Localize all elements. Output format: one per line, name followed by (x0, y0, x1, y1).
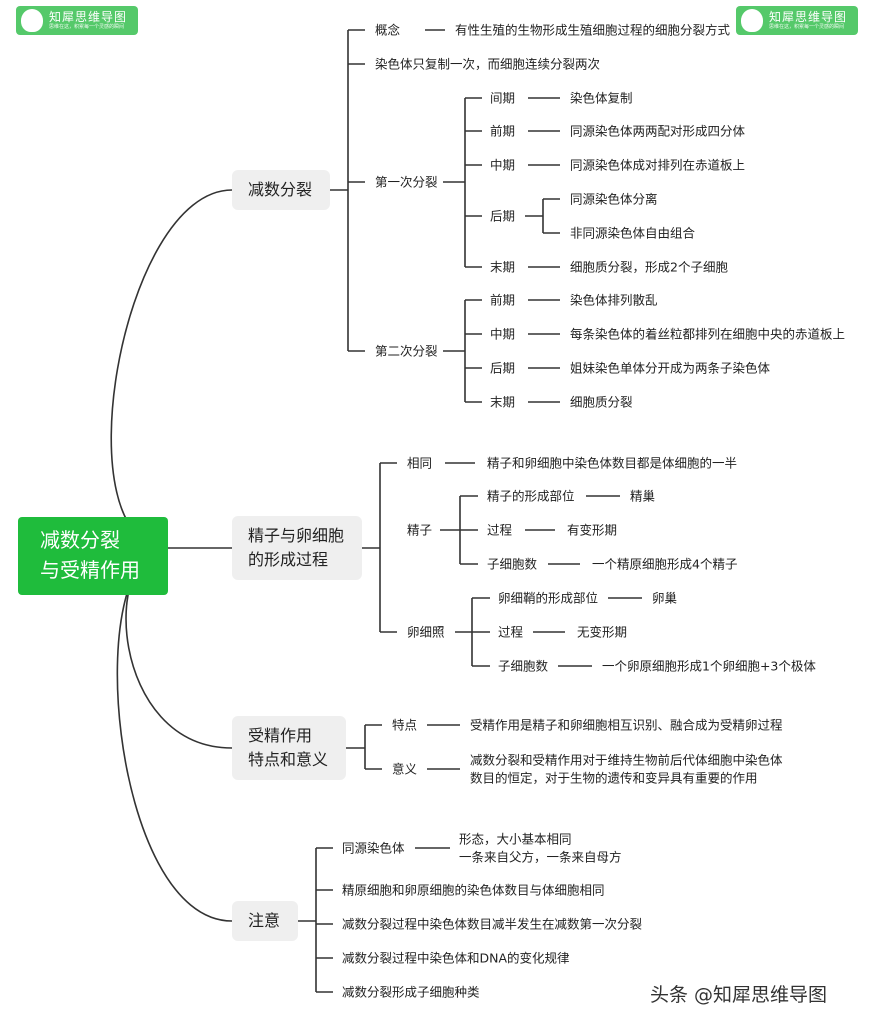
node-meaning-text[interactable]: 减数分裂和受精作用对于维持生物前后代体细胞中染色体 (470, 752, 783, 768)
node-phase[interactable]: 前期 (490, 292, 516, 308)
branch-label: 受精作用 (248, 726, 313, 745)
node-phase[interactable]: 末期 (490, 259, 516, 275)
rhino-icon (741, 9, 763, 32)
node-concept[interactable]: 概念 (375, 22, 401, 38)
logo-name: 知犀思维导图 (769, 10, 848, 24)
logo-slogan: 思维在这，积累每一个灵感的瞬间 (769, 24, 845, 30)
logo-right: 知犀思维导图思维在这，积累每一个灵感的瞬间 (736, 6, 858, 35)
branch-notes[interactable]: 注意 (232, 901, 298, 941)
node-second-division[interactable]: 第二次分裂 (375, 343, 438, 359)
node-phase-text[interactable]: 同源染色体成对排列在赤道板上 (570, 157, 746, 173)
node-homolog[interactable]: 同源染色体 (342, 840, 405, 856)
node-phase[interactable]: 后期 (490, 208, 516, 224)
node-egg-value[interactable]: 无变形期 (577, 624, 628, 640)
logo-slogan: 思维在这，积累每一个灵感的瞬间 (49, 24, 125, 30)
node-note[interactable]: 精原细胞和卵原细胞的染色体数目与体细胞相同 (342, 882, 605, 898)
root-line1: 减数分裂 (40, 528, 120, 552)
node-egg[interactable]: 卵细照 (407, 624, 445, 640)
node-phase[interactable]: 间期 (490, 90, 516, 106)
branch-label: 减数分裂 (248, 180, 313, 199)
node-egg-key[interactable]: 过程 (498, 624, 524, 640)
node-phase-text[interactable]: 染色体排列散乱 (570, 292, 658, 308)
node-phase[interactable]: 后期 (490, 360, 516, 376)
branch-fertilization[interactable]: 受精作用特点和意义 (232, 716, 346, 780)
root-node[interactable]: 减数分裂与受精作用 (18, 517, 168, 595)
logo-left: 知犀思维导图思维在这，积累每一个灵感的瞬间 (16, 6, 138, 35)
node-first-division[interactable]: 第一次分裂 (375, 174, 438, 190)
branch-meiosis[interactable]: 减数分裂 (232, 170, 330, 210)
rhino-icon (21, 9, 43, 32)
node-note[interactable]: 减数分裂过程中染色体数目减半发生在减数第一次分裂 (342, 916, 643, 932)
node-fact[interactable]: 染色体只复制一次，而细胞连续分裂两次 (375, 56, 601, 72)
node-phase-text[interactable]: 同源染色体两两配对形成四分体 (570, 123, 746, 139)
node-homolog-text[interactable]: 一条来自父方，一条来自母方 (459, 849, 622, 865)
node-egg-key[interactable]: 子细胞数 (498, 658, 549, 674)
branch-gamete-formation[interactable]: 精子与卵细胞的形成过程 (232, 516, 362, 580)
node-phase-text[interactable]: 细胞质分裂，形成2个子细胞 (570, 259, 728, 275)
node-meaning[interactable]: 意义 (392, 761, 418, 777)
node-homolog-text[interactable]: 形态，大小基本相同 (459, 831, 572, 847)
node-note[interactable]: 减数分裂过程中染色体和DNA的变化规律 (342, 950, 570, 966)
node-sperm-key[interactable]: 过程 (487, 522, 513, 538)
node-sperm-value[interactable]: 精巢 (630, 488, 656, 504)
node-phase-text[interactable]: 每条染色体的着丝粒都排列在细胞中央的赤道板上 (570, 326, 846, 342)
node-egg-value[interactable]: 一个卵原细胞形成1个卵细胞+3个极体 (602, 658, 816, 674)
node-phase-text[interactable]: 同源染色体分离 (570, 191, 658, 207)
watermark: 头条 @知犀思维导图 (650, 984, 828, 1006)
node-same-text[interactable]: 精子和卵细胞中染色体数目都是体细胞的一半 (487, 455, 738, 471)
node-phase-text[interactable]: 姐妹染色单体分开成为两条子染色体 (570, 360, 771, 376)
logo-name: 知犀思维导图 (49, 10, 128, 24)
node-sperm-key[interactable]: 子细胞数 (487, 556, 538, 572)
node-feature-text[interactable]: 受精作用是精子和卵细胞相互识别、融合成为受精卵过程 (470, 717, 783, 733)
root-line2: 与受精作用 (40, 558, 140, 582)
node-phase[interactable]: 中期 (490, 157, 516, 173)
node-sperm-key[interactable]: 精子的形成部位 (487, 488, 575, 504)
branch-label: 精子与卵细胞 (248, 526, 345, 545)
node-sperm[interactable]: 精子 (407, 522, 433, 538)
node-sperm-value[interactable]: 一个精原细胞形成4个精子 (592, 556, 738, 572)
node-phase[interactable]: 中期 (490, 326, 516, 342)
node-phase[interactable]: 末期 (490, 394, 516, 410)
branch-label: 特点和意义 (248, 750, 329, 769)
node-phase-text[interactable]: 染色体复制 (570, 90, 633, 106)
node-phase-text[interactable]: 细胞质分裂 (570, 394, 633, 410)
node-note[interactable]: 减数分裂形成子细胞种类 (342, 984, 480, 1000)
node-egg-value[interactable]: 卵巢 (652, 590, 678, 606)
node-meaning-text[interactable]: 数目的恒定，对于生物的遗传和变异具有重要的作用 (470, 770, 758, 786)
node-egg-key[interactable]: 卵细鞘的形成部位 (498, 590, 599, 606)
node-feature[interactable]: 特点 (392, 717, 418, 733)
node-phase-text[interactable]: 非同源染色体自由组合 (570, 225, 696, 241)
branch-label: 的形成过程 (248, 550, 329, 569)
node-phase[interactable]: 前期 (490, 123, 516, 139)
node-concept-text[interactable]: 有性生殖的生物形成生殖细胞过程的细胞分裂方式 (455, 22, 731, 38)
node-same[interactable]: 相同 (407, 455, 433, 471)
node-sperm-value[interactable]: 有变形期 (567, 522, 618, 538)
branch-label: 注意 (248, 911, 281, 930)
